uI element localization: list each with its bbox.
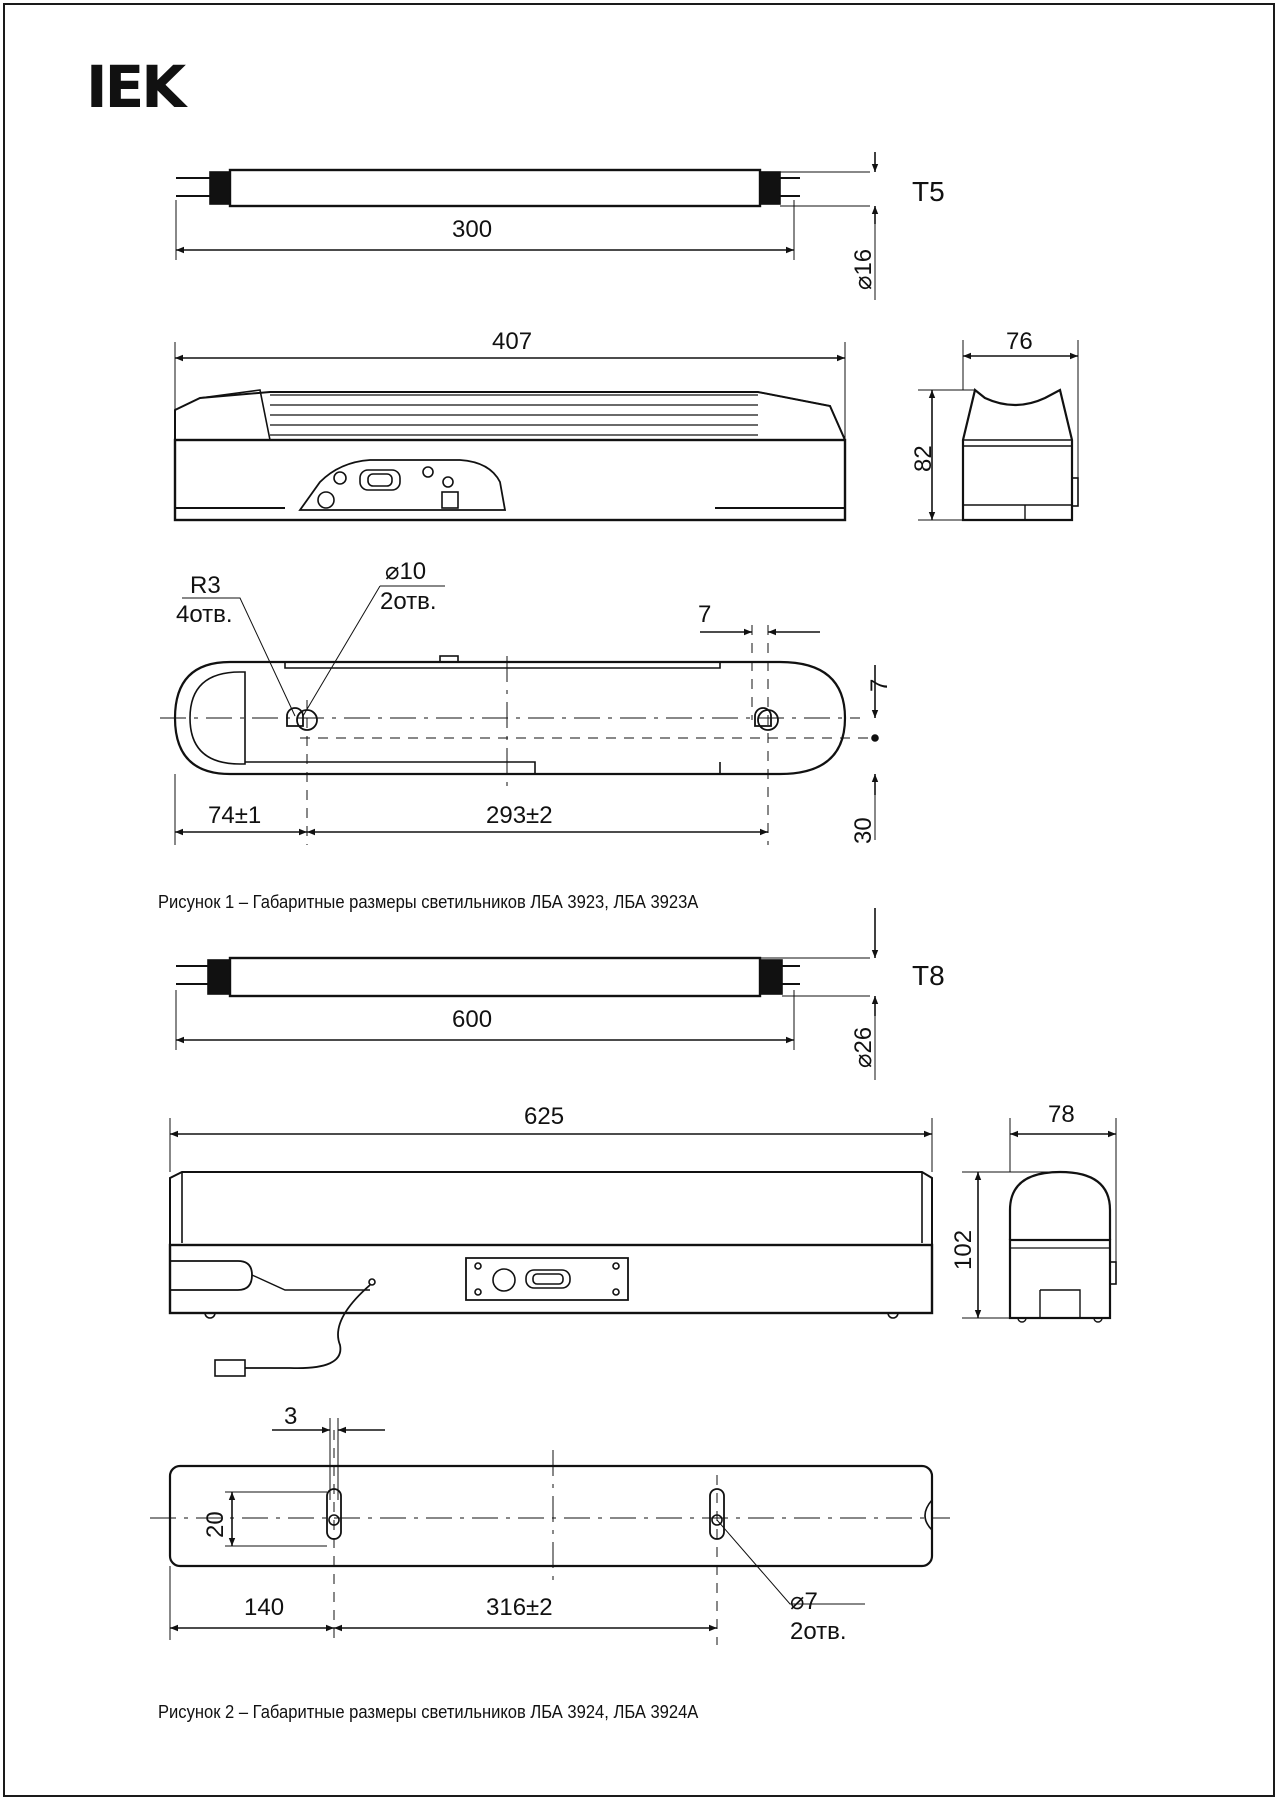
hole-radius-count-label: 4отв. [176, 601, 233, 628]
figure2-caption: Рисунок 2 – Габаритные размеры светильни… [158, 1702, 699, 1722]
iek-logo: IEK [86, 53, 186, 121]
fixture-bottom-view-2 [150, 1418, 950, 1645]
fixture1-height-label: 82 [910, 445, 937, 472]
offset-top-label: 7 [866, 678, 893, 692]
dim-between-label-2: 316±2 [486, 1594, 553, 1621]
dim-left-label-1: 74±1 [208, 802, 262, 829]
hole-radius-label: R3 [190, 572, 221, 599]
fixture2-height-label: 102 [950, 1229, 977, 1270]
fixture2-width-label: 78 [1048, 1101, 1075, 1128]
t8-lamp [176, 956, 870, 998]
slot-height-label: 20 [202, 1511, 229, 1538]
hole-diam-count-label: 2отв. [380, 588, 437, 615]
fixture1-length-label: 407 [492, 328, 533, 355]
t5-lamp-type-label: T5 [912, 176, 945, 207]
dim-left-label-2: 140 [244, 1594, 285, 1621]
fixture-side-view-1 [961, 388, 1079, 522]
fixture-front-view-2 [168, 1171, 934, 1377]
t5-lamp-diameter-label: ⌀16 [850, 248, 877, 290]
dim-between-label-1: 293±2 [486, 802, 553, 829]
t5-lamp [176, 168, 870, 208]
offset-right-label: 7 [698, 601, 712, 628]
t8-lamp-length-label: 600 [452, 1006, 493, 1033]
fixture2-length-label: 625 [524, 1103, 565, 1130]
figure1-caption: Рисунок 1 – Габаритные размеры светильни… [158, 892, 699, 912]
fixture-front-view-1 [173, 389, 847, 522]
t8-lamp-diameter-label: ⌀26 [850, 1026, 877, 1068]
fixture-side-view-2 [1008, 1170, 1117, 1323]
fixture1-width-label: 76 [1006, 328, 1033, 355]
slot-width-label: 3 [284, 1403, 298, 1430]
fixture-bottom-view-1 [160, 625, 870, 845]
offset-bottom-label: 30 [850, 817, 877, 844]
hole-diam-label-2: ⌀7 [790, 1588, 818, 1615]
hole-diam-label: ⌀10 [385, 558, 427, 585]
hole-diam-count-label-2: 2отв. [790, 1618, 847, 1645]
t8-lamp-type-label: T8 [912, 960, 945, 991]
sheet-frame [3, 3, 1275, 1797]
t5-lamp-length-label: 300 [452, 216, 493, 243]
